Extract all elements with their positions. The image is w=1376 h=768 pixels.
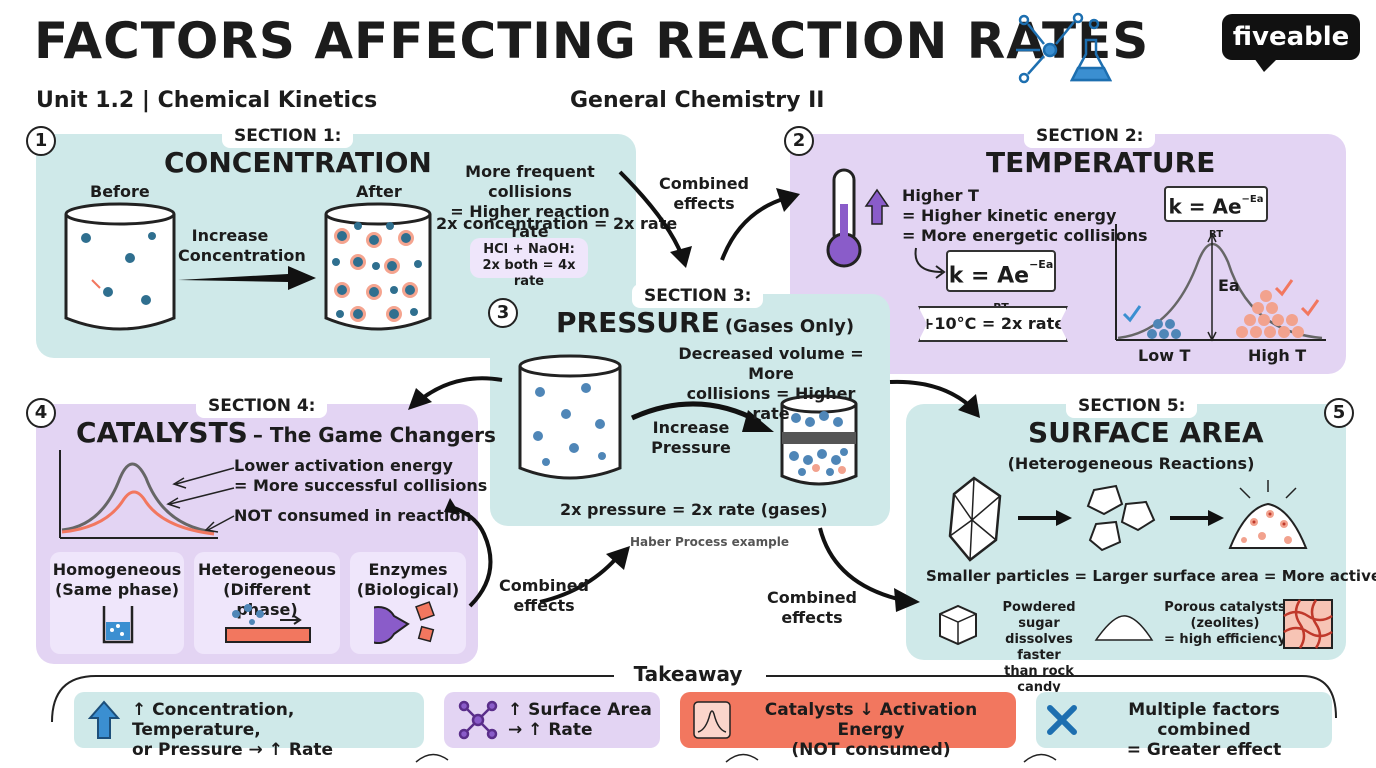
- beaker-before-icon: [64, 202, 176, 331]
- section-number-2: 2: [784, 126, 814, 156]
- pressure-title: PRESSURE (Gases Only): [556, 306, 855, 339]
- sugar-cube-icon: [939, 604, 977, 646]
- section-number-5: 5: [1324, 398, 1354, 428]
- catalysts-note-2: NOT consumed in reaction: [234, 506, 472, 525]
- concentration-note-1: More frequent collisions = Higher reacti…: [450, 162, 610, 241]
- molecule-flask-icon: [1016, 12, 1113, 84]
- container-high-pressure-icon: [780, 394, 858, 486]
- section-3-tab: SECTION 3:: [632, 284, 764, 308]
- heterogeneous-label: Heterogeneous (Different phase): [197, 560, 337, 619]
- maxwell-boltzmann-curve: [1115, 224, 1326, 342]
- before-label: Before: [90, 182, 150, 201]
- concentration-note-2: 2x concentration = 2x rate: [436, 214, 678, 233]
- homogeneous-label: Homogeneous (Same phase): [52, 560, 182, 599]
- surface-area-note: Smaller particles = Larger surface area …: [926, 567, 1376, 585]
- pressure-note: Decreased volume = More collisions = Hig…: [678, 344, 864, 423]
- pressure-arrow: [630, 401, 774, 432]
- haber-process-note: Haber Process example: [630, 535, 789, 549]
- connector-arrow-to-surface: [889, 379, 980, 418]
- hcl-naoh-example: HCl + NaOH: 2x both = 4x rate: [470, 238, 588, 289]
- temperature-rule-ribbon: +10°C = 2x rate: [918, 306, 1068, 342]
- concentration-title: CONCENTRATION: [164, 146, 432, 179]
- arrow-right-1: [1018, 510, 1072, 526]
- section-2-tab: SECTION 2:: [1024, 124, 1156, 148]
- section-number-4: 4: [26, 398, 56, 428]
- takeaway-item-4: Multiple factors combined = Greater effe…: [1036, 692, 1332, 760]
- takeaway-text-2: ↑ Surface Area → ↑ Rate: [508, 700, 652, 740]
- takeaway-label: Takeaway: [614, 664, 762, 684]
- takeaway-bracket: [51, 675, 1337, 763]
- zeolite-icon: [1283, 599, 1333, 649]
- increase-concentration-label: Increase Concentration: [178, 226, 306, 265]
- container-low-pressure-icon: [518, 354, 622, 480]
- connector-arrow-to-catalysts: [408, 376, 503, 410]
- temperature-title: TEMPERATURE: [986, 146, 1216, 179]
- unit-label: Unit 1.2 | Chemical Kinetics: [36, 88, 378, 113]
- enzyme-icon: [374, 601, 435, 644]
- up-arrow-icon: [88, 700, 120, 739]
- surface-area-subtitle: (Heterogeneous Reactions): [1007, 454, 1255, 473]
- powdered-sugar-example: Powdered sugar dissolves faster than roc…: [1002, 600, 1076, 695]
- low-t-label: Low T: [1138, 346, 1191, 365]
- after-label: After: [356, 182, 402, 201]
- surface-catalyst-icon: [225, 604, 311, 643]
- enzymes-label: Enzymes (Biological): [356, 560, 460, 599]
- activation-energy-chart: [59, 450, 218, 539]
- section-number-1: 1: [26, 126, 56, 156]
- combined-effects-label-1: Combined effects: [658, 174, 750, 213]
- surface-area-title: SURFACE AREA: [1028, 416, 1264, 449]
- powder-pile-icon: [1228, 480, 1308, 549]
- fiveable-logo: fiveable: [1222, 14, 1360, 72]
- connector-arrow-bottom-right: [818, 527, 920, 612]
- takeaway-item-3: Catalysts ↓ Activation Energy (NOT consu…: [680, 692, 1016, 760]
- takeaway-text-3: Catalysts ↓ Activation Energy (NOT consu…: [764, 700, 978, 760]
- course-label: General Chemistry II: [570, 88, 825, 113]
- catalyst-type-enzymes: Enzymes (Biological): [350, 552, 466, 654]
- connector-arrows-bottom-left: [444, 498, 630, 608]
- combined-effects-label-2: Combined effects: [498, 576, 590, 615]
- crystal-icon: [948, 476, 1002, 562]
- takeaway-text-4: Multiple factors combined = Greater effe…: [1126, 700, 1282, 760]
- section-4-tab: SECTION 4:: [196, 394, 328, 418]
- combined-effects-label-3: Combined effects: [766, 588, 858, 627]
- takeaway-item-2: ↑ Surface Area → ↑ Rate: [444, 692, 660, 748]
- takeaway-text-1: ↑ Concentration, Temperature, or Pressur…: [132, 700, 334, 760]
- catalysts-note-1: Lower activation energy = More successfu…: [234, 456, 488, 495]
- increase-arrow: [178, 266, 316, 290]
- title-part-1: FACTORS AFFECTING: [34, 12, 656, 70]
- energy-curve-icon: [693, 701, 731, 739]
- ea-label: Ea: [1218, 276, 1240, 295]
- pressure-rule: 2x pressure = 2x rate (gases): [560, 500, 828, 519]
- catalyst-type-homogeneous: Homogeneous (Same phase): [50, 552, 184, 654]
- beaker-after-icon: [324, 202, 432, 331]
- page-title: FACTORS AFFECTING REACTION RATES: [34, 12, 1149, 70]
- section-5-tab: SECTION 5:: [1066, 394, 1198, 418]
- pointer-arrows: [166, 467, 235, 533]
- catalyst-type-heterogeneous: Heterogeneous (Different phase): [194, 552, 340, 654]
- catalysts-title: CATALYSTS – The Game Changers: [76, 416, 496, 449]
- takeaway-item-1: ↑ Concentration, Temperature, or Pressur…: [74, 692, 424, 760]
- multiply-icon: [1047, 705, 1077, 735]
- high-t-label: High T: [1248, 346, 1307, 365]
- section-1-tab: SECTION 1:: [222, 124, 354, 148]
- title-part-2: REACTION RATES: [655, 12, 1150, 70]
- network-icon: [458, 700, 498, 740]
- connector-arrows-top: [618, 170, 800, 268]
- temperature-note: Higher T = Higher kinetic energy = More …: [902, 186, 1148, 245]
- thermometer-icon: [826, 168, 890, 268]
- porous-catalysts-example: Porous catalysts (zeolites) = high effic…: [1164, 600, 1286, 647]
- beaker-icon: [102, 606, 134, 644]
- increase-pressure-label: Increase Pressure: [651, 418, 731, 457]
- sugar-pile-icon: [1094, 615, 1154, 641]
- arrow-right-2: [1170, 510, 1224, 526]
- broken-crystals-icon: [1086, 484, 1156, 552]
- section-number-3: 3: [488, 298, 518, 328]
- curved-pointer-arrow: [914, 247, 946, 279]
